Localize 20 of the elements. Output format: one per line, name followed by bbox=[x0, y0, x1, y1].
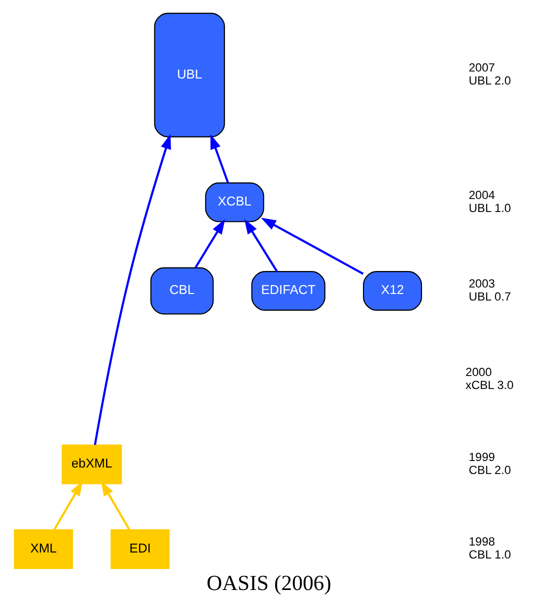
node-box: XCBL bbox=[204, 182, 264, 222]
label: 1998 CBL 1.0 bbox=[468, 534, 510, 562]
label: 2007 UBL 2.0 bbox=[468, 60, 510, 87]
arrow bbox=[194, 218, 225, 268]
node-box: EDIFACT bbox=[250, 270, 325, 310]
arrow bbox=[93, 133, 170, 444]
arrow bbox=[210, 134, 228, 183]
node-box: X12 bbox=[362, 270, 422, 310]
node-box: CBL bbox=[150, 266, 214, 314]
node-box: EDI bbox=[110, 528, 170, 569]
label: 1999 CBL 2.0 bbox=[468, 449, 510, 476]
node-box: UBL bbox=[154, 12, 224, 137]
label: 2000 xCBL 3.0 bbox=[465, 364, 514, 392]
arrow bbox=[244, 218, 278, 272]
arrow bbox=[260, 217, 364, 274]
label: 2004 UBL 1.0 bbox=[468, 187, 510, 214]
node-box: ebXML bbox=[61, 444, 122, 484]
node-box: XML bbox=[13, 528, 73, 569]
caption: OASIS (2006) bbox=[206, 570, 331, 594]
label: 2003 UBL 0.7 bbox=[468, 276, 510, 303]
